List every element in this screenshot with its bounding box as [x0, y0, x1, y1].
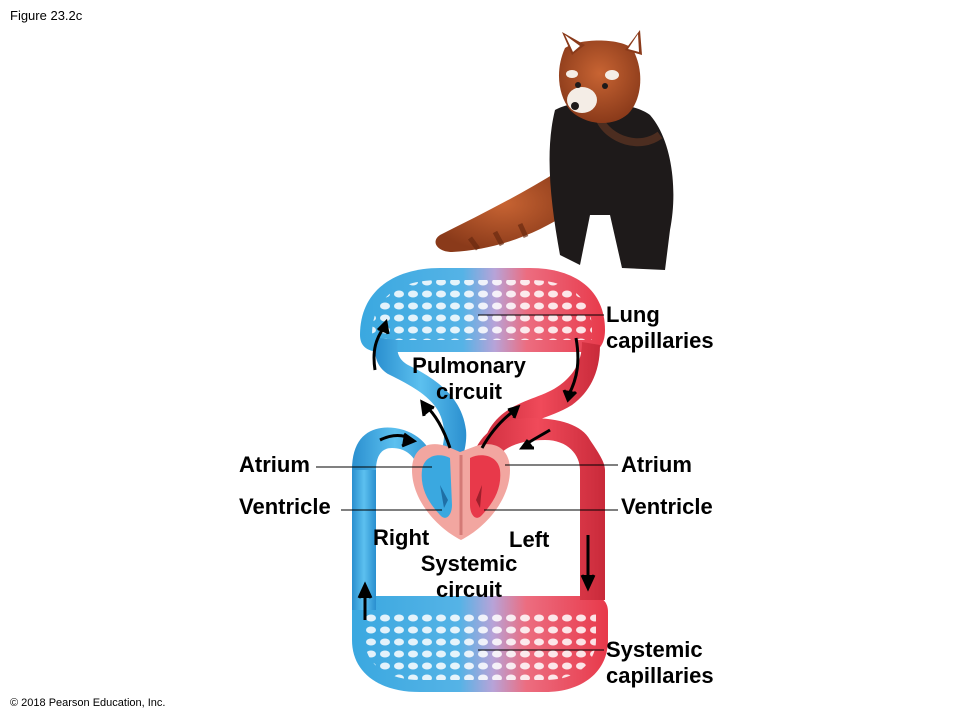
label-lung-capillaries: Lung capillaries [606, 302, 714, 354]
arrow-icon [519, 439, 534, 450]
label-line: Systemic [606, 637, 703, 662]
label-pulmonary-circuit: Pulmonary circuit [400, 353, 538, 405]
label-line: circuit [435, 379, 503, 404]
label-systemic-capillaries: Systemic capillaries [606, 637, 714, 689]
arrow-icon [580, 574, 596, 592]
label-atrium-right: Atrium [621, 452, 692, 477]
arrow-icon [507, 404, 521, 419]
arrow-icon [401, 432, 418, 448]
lung-capillary-bed [360, 268, 605, 352]
panda-tail [435, 170, 570, 252]
arrow-icon [376, 318, 390, 335]
copyright-notice: © 2018 Pearson Education, Inc. [10, 697, 166, 709]
label-line: capillaries [606, 328, 714, 353]
figure-number: Figure 23.2c [10, 8, 83, 23]
label-left: Left [509, 527, 550, 552]
label-atrium-left: Atrium [239, 452, 310, 477]
arrow-icon [420, 399, 435, 417]
systemic-capillary-bed [352, 596, 608, 692]
label-line: Pulmonary [412, 353, 526, 378]
label-ventricle-right: Ventricle [621, 494, 713, 519]
label-systemic-circuit: Systemic circuit [410, 551, 528, 603]
red-panda-image [435, 30, 674, 270]
label-ventricle-left: Ventricle [239, 494, 331, 519]
label-line: circuit [435, 577, 503, 602]
arrow-icon [357, 318, 596, 620]
heart [412, 444, 510, 540]
arrow-icon [562, 389, 578, 403]
label-line: Lung [606, 302, 660, 327]
label-right: Right [373, 525, 430, 550]
panda-body [549, 102, 674, 270]
leader-lines [316, 314, 618, 651]
label-line: Systemic [420, 551, 518, 576]
arrow-icon [357, 581, 373, 599]
label-line: capillaries [606, 663, 714, 688]
